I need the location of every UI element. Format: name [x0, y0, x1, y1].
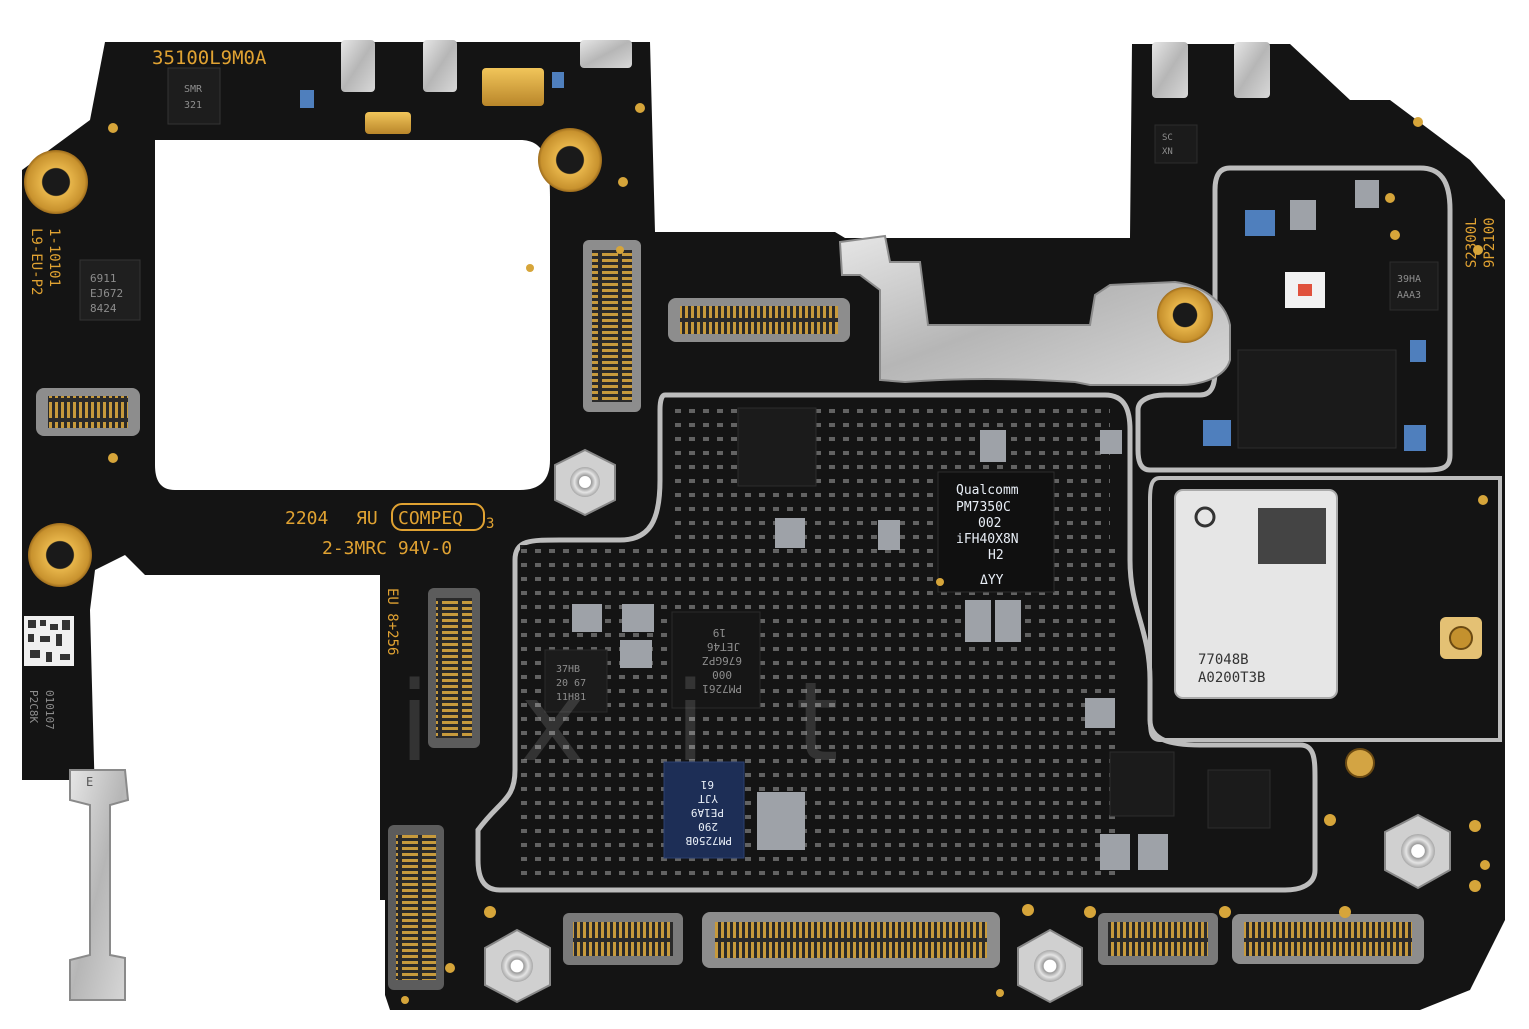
svg-text:Qualcomm: Qualcomm — [956, 483, 1019, 498]
svg-text:61: 61 — [701, 778, 714, 791]
svg-text:AAA3: AAA3 — [1397, 290, 1421, 301]
chip-smr: SMR 321 — [167, 67, 221, 125]
metal-clip-1 — [341, 40, 375, 92]
left-code-1: P2C8K — [27, 690, 40, 723]
chip-bottom-right-b — [1207, 769, 1271, 829]
side-code-2: 1-10101 — [46, 228, 62, 287]
plate-letter: E — [86, 775, 93, 789]
svg-text:YJT: YJT — [698, 792, 718, 805]
connector-left-vertical — [583, 240, 641, 412]
ul-mark: ЯU — [356, 508, 378, 529]
standoff-bottom-1 — [484, 928, 551, 1004]
connector-bottom-4 — [1232, 914, 1424, 964]
maker-suffix: 3 — [486, 516, 494, 532]
coax-connector-2 — [1345, 748, 1375, 778]
blue-components — [300, 72, 1426, 451]
shield-outline-rf — [1148, 476, 1502, 742]
chip-pm7250b: PM7250B 290 PE1A9 YJT 61 — [663, 761, 745, 859]
passives — [572, 180, 1379, 870]
compeq-frame — [391, 503, 485, 531]
cutout-lower — [130, 575, 380, 1020]
svg-text:PE1A9: PE1A9 — [691, 806, 724, 819]
svg-text:39HA: 39HA — [1397, 274, 1421, 285]
left-code-2: 010107 — [43, 690, 56, 730]
standoff-right — [1384, 813, 1451, 890]
metal-clip-4 — [1234, 42, 1270, 98]
connector-top-horizontal — [668, 298, 850, 342]
metal-plate-e — [69, 769, 130, 1001]
maker: COMPEQ — [398, 508, 463, 529]
svg-text:20 67: 20 67 — [556, 678, 586, 689]
svg-text:PM7250B: PM7250B — [685, 834, 732, 847]
right-code-1: S2300L — [1464, 217, 1480, 268]
watermark: ifixit — [150, 658, 929, 786]
svg-text:11H81: 11H81 — [556, 692, 586, 703]
svg-text:PM7261: PM7261 — [702, 682, 742, 695]
svg-text:000: 000 — [712, 668, 732, 681]
svg-text:JET46: JET46 — [707, 640, 740, 653]
mount-hole-bracket — [1157, 287, 1213, 343]
svg-text:PM7350C: PM7350C — [956, 500, 1011, 515]
connector-bottom-left — [388, 825, 444, 990]
rating: 2-3MRC 94V-0 — [322, 538, 452, 559]
svg-text:XN: XN — [1162, 147, 1173, 157]
gold-clip-2 — [365, 112, 411, 134]
svg-text:H2: H2 — [988, 548, 1004, 563]
mount-hole-top — [538, 128, 602, 192]
svg-text:37HB: 37HB — [556, 664, 580, 675]
metal-bracket — [838, 234, 1231, 386]
svg-text:77048B: 77048B — [1198, 652, 1249, 668]
svg-text:290: 290 — [698, 820, 718, 833]
chip-bottom-right-a — [1109, 751, 1175, 817]
metal-clip-3 — [1152, 42, 1188, 98]
svg-text:8424: 8424 — [90, 302, 117, 315]
standoff-bottom-2 — [1017, 928, 1083, 1004]
chip-37hb: 37HB 20 67 11H81 — [544, 649, 608, 713]
svg-text:SMR: SMR — [184, 84, 203, 95]
shield-outline-main — [475, 392, 1318, 893]
chip-pm-upside: PM7261 000 676GPZ JET46 19 — [671, 611, 761, 709]
connector-bottom-3 — [1098, 913, 1218, 965]
svg-text:6911: 6911 — [90, 272, 117, 285]
connector-left-small — [36, 388, 140, 436]
side-code-1: L9-EU-P2 — [28, 228, 44, 295]
bottom-left-white — [0, 900, 385, 1029]
variant: EU 8+256 — [384, 588, 400, 655]
gold-clip-1 — [482, 68, 544, 106]
svg-text:ΔYY: ΔYY — [980, 573, 1004, 588]
chip-pmic-qualcomm: Qualcomm PM7350C 002 iFH40X8N H2 ΔYY — [937, 471, 1055, 593]
mount-hole-topleft — [24, 150, 88, 214]
qr-code — [24, 616, 74, 666]
chip-aaa3: 39HA AAA3 — [1389, 261, 1439, 311]
svg-text:iFH40X8N: iFH40X8N — [956, 532, 1019, 547]
svg-text:321: 321 — [184, 100, 202, 111]
chip-6911: 6911 EJ672 8424 — [79, 259, 141, 321]
part-number: 35100L9M0A — [152, 47, 267, 69]
chip-large-dark-right — [1237, 349, 1397, 449]
connector-mid-left — [428, 588, 480, 748]
chip-skx: SC XN — [1154, 124, 1198, 164]
red-dot — [1298, 284, 1312, 296]
connector-bottom-1 — [563, 913, 683, 965]
metal-clip-5 — [580, 40, 632, 68]
svg-text:002: 002 — [978, 516, 1001, 531]
gold-test-pads — [108, 103, 1490, 1004]
date-code: 2204 — [285, 508, 328, 529]
right-code-2: 9P2100 — [1482, 217, 1498, 268]
svg-text:SC: SC — [1162, 133, 1173, 143]
svg-text:A0200T3B: A0200T3B — [1198, 670, 1265, 686]
svg-text:19: 19 — [713, 626, 726, 639]
mount-hole-left — [28, 523, 92, 587]
chip-rf-module: 77048B A0200T3B — [1174, 489, 1338, 699]
cutout-upper — [155, 140, 550, 490]
chip-top-center — [737, 407, 817, 487]
standoff-mid-left — [554, 448, 616, 517]
connector-bottom-2 — [702, 912, 1000, 968]
metal-clip-2 — [423, 40, 457, 92]
svg-text:676GPZ: 676GPZ — [702, 654, 742, 667]
coax-connector-1 — [1440, 617, 1482, 659]
svg-text:EJ672: EJ672 — [90, 287, 123, 300]
